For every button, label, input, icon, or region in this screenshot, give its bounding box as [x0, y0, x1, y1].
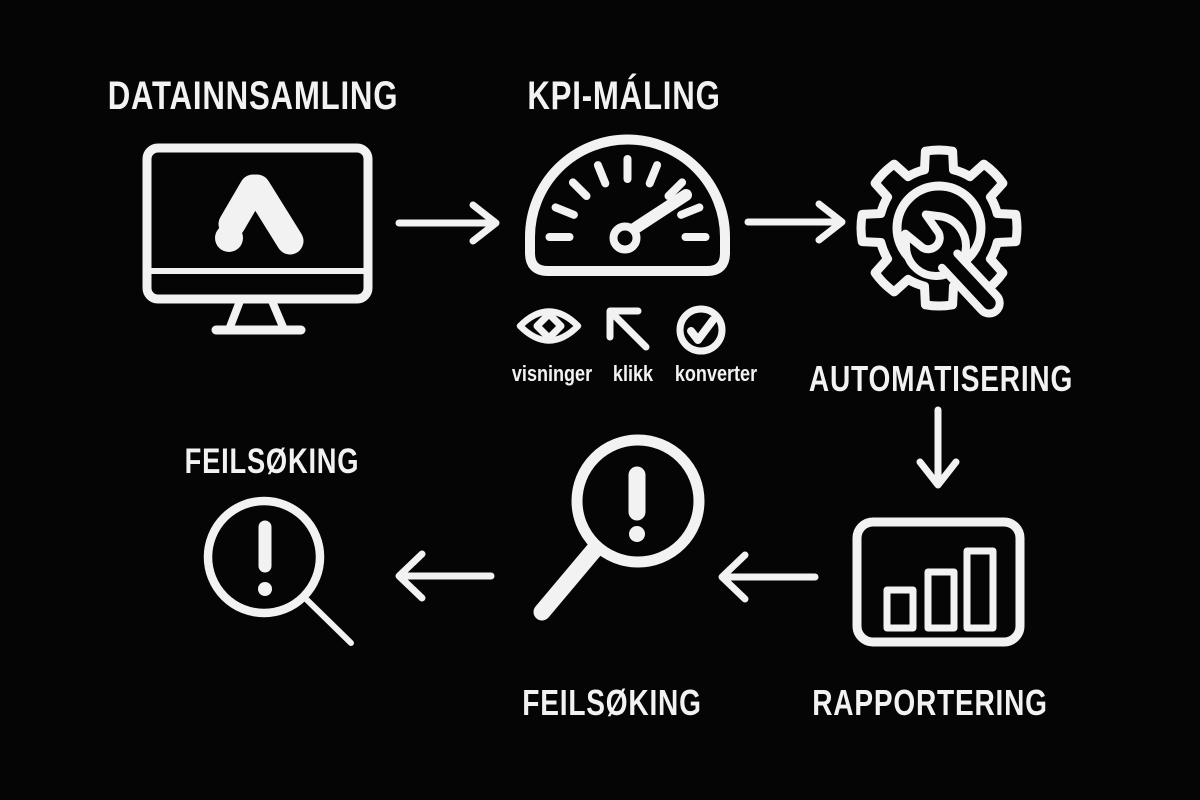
- label-klikk: klikk: [612, 361, 654, 386]
- speedometer-gauge-icon: [525, 134, 730, 276]
- arrow-rapportering-to-feilsoking: [718, 551, 819, 603]
- arrow-feilsoking-to-feilsoking-end: [395, 550, 495, 602]
- magnifier-alert-icon: [533, 434, 705, 621]
- arrow-kpi-to-automatisering: [744, 200, 846, 244]
- gauge-needle: [628, 189, 692, 235]
- exclamation-dot: [629, 526, 645, 542]
- exclamation-dot: [258, 582, 272, 596]
- eye-icon: [516, 308, 582, 344]
- label-datainnsamling: DATAINNSAMLING: [107, 74, 399, 118]
- bar-chart-icon: [852, 517, 1025, 647]
- check-circle-icon: [676, 305, 726, 355]
- magnifier-alert-icon-small: [203, 496, 354, 646]
- label-rapportering: RAPPORTERING: [812, 682, 1048, 723]
- gear-wrench-icon: [856, 145, 1022, 318]
- gauge-needle-hub: [609, 222, 641, 254]
- arrow-datainnsamling-to-kpi: [395, 201, 500, 245]
- google-ads-logo: [215, 174, 304, 255]
- monitor-google-ads-icon: [142, 143, 373, 335]
- arrow-automatisering-to-rapportering: [916, 406, 960, 489]
- wrench-icon: [901, 210, 1004, 318]
- click-arrow-icon: [606, 307, 650, 351]
- gauge-ticks: [545, 155, 710, 241]
- label-feilsoking-end: FEILSØKING: [184, 442, 360, 481]
- label-visninger: visninger: [511, 361, 593, 386]
- label-kpi-maling: KPI-MÁLING: [527, 74, 721, 118]
- label-konverter: konverter: [674, 361, 758, 386]
- label-feilsoking-mid: FEILSØKING: [522, 682, 702, 723]
- label-automatisering: AUTOMATISERING: [808, 358, 1074, 399]
